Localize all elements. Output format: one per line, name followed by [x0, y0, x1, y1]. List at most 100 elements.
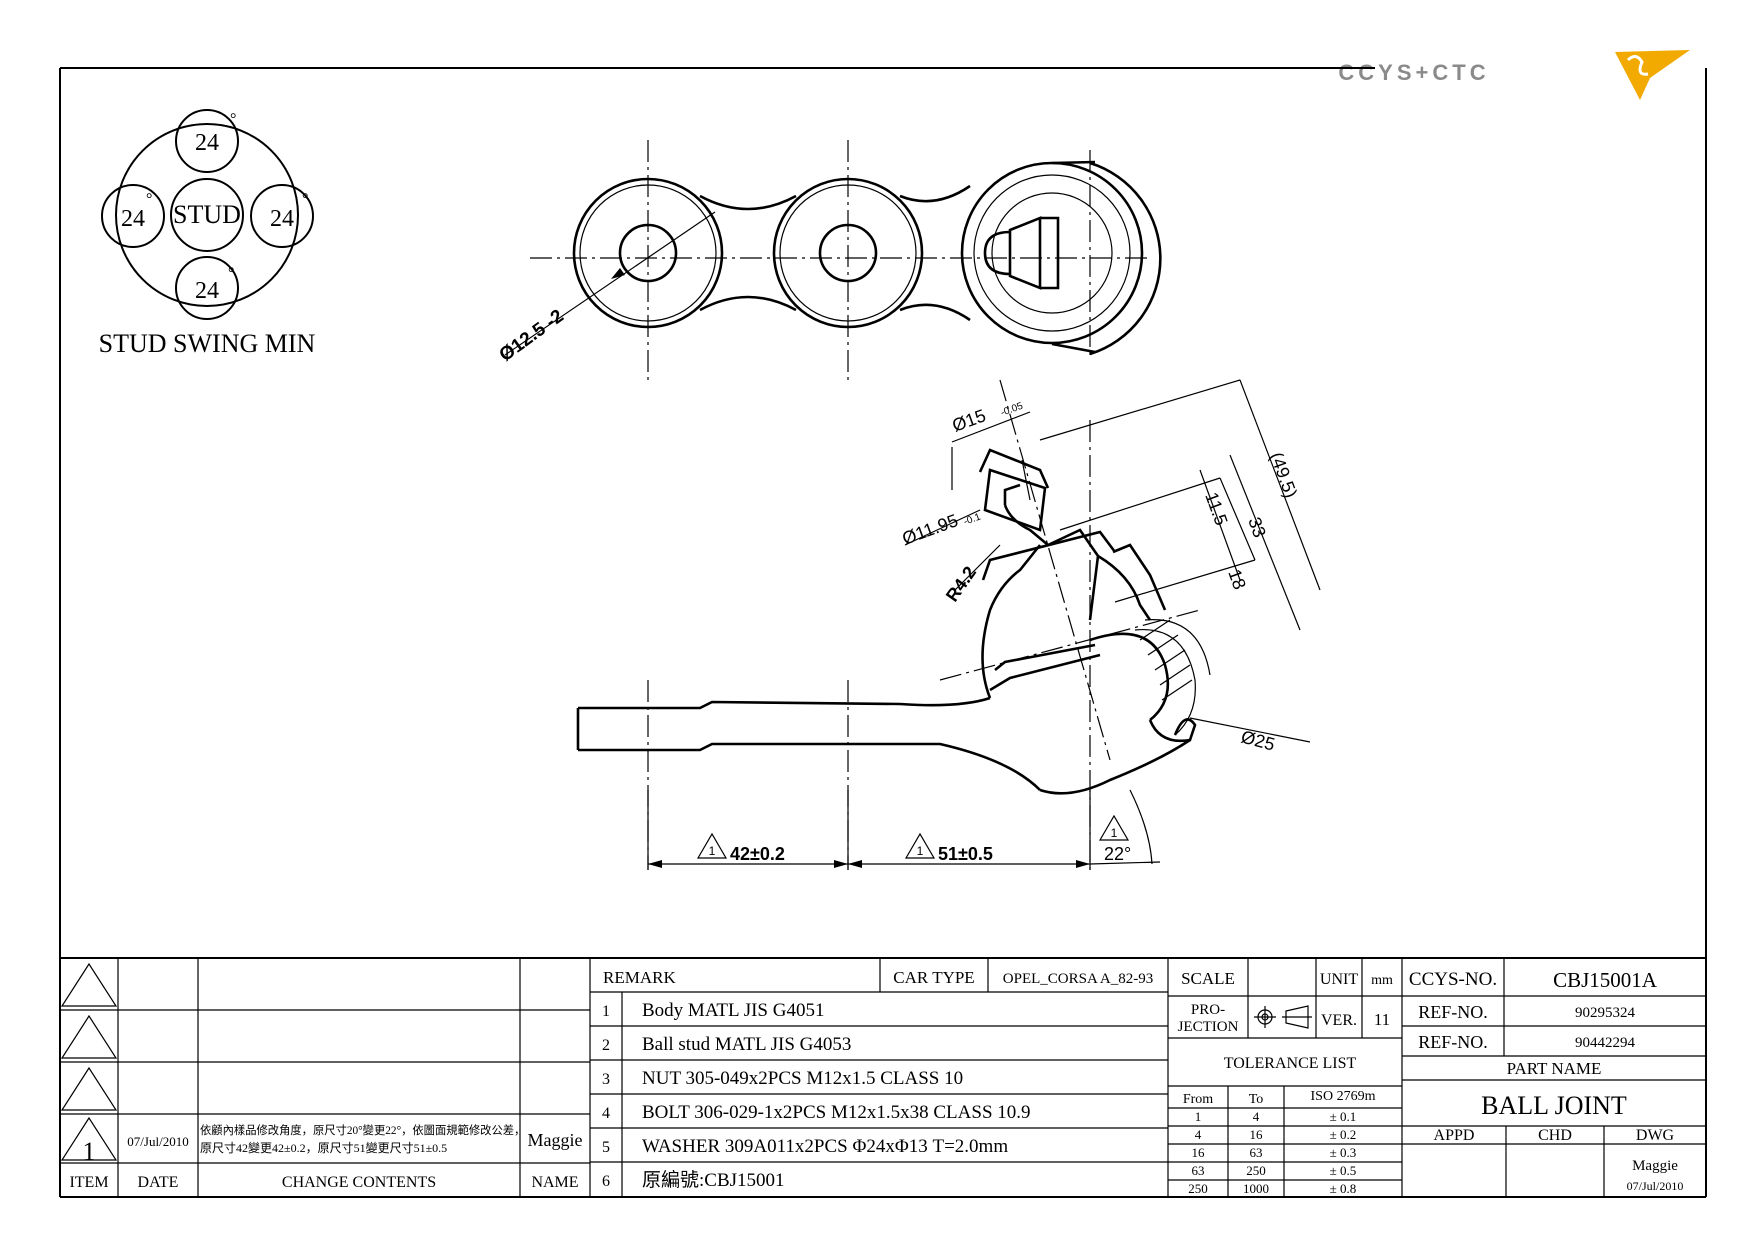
- tol-to: 1000: [1243, 1181, 1269, 1196]
- projection-symbol-icon: [1254, 1005, 1312, 1029]
- appd-label: APPD: [1434, 1127, 1475, 1144]
- remark-text: WASHER 309A011x2PCS Φ24xΦ13 T=2.0mm: [642, 1136, 1008, 1157]
- swing-left-value: 24: [121, 206, 145, 232]
- tol-header-iso: ISO 2769m: [1311, 1089, 1376, 1104]
- remark-text: NUT 305-049x2PCS M12x1.5 CLASS 10: [642, 1068, 963, 1089]
- tol-to: 4: [1253, 1109, 1260, 1124]
- car-type-value: OPEL_CORSA A_82-93: [1003, 971, 1153, 987]
- logo-swirl-icon: [1626, 55, 1649, 76]
- tol-to: 16: [1250, 1127, 1264, 1142]
- revision-date: 07/Jul/2010: [127, 1134, 188, 1149]
- swing-caption: STUD SWING MIN: [99, 329, 316, 358]
- tol-value: ± 0.1: [1330, 1109, 1357, 1124]
- header-change-contents: CHANGE CONTENTS: [282, 1174, 436, 1191]
- dim-495: (49.5): [1266, 450, 1301, 501]
- remark-text: BOLT 306-029-1x2PCS M12x1.5x38 CLASS 10.…: [642, 1102, 1031, 1123]
- tol-value: ± 0.5: [1330, 1163, 1357, 1178]
- revision-name: Maggie: [528, 1130, 583, 1150]
- swing-center-label: STUD: [173, 200, 241, 229]
- tol-from: 63: [1192, 1163, 1205, 1178]
- ver-value: 11: [1374, 1010, 1390, 1029]
- degree-mark: °: [146, 191, 152, 208]
- remark-number: 5: [602, 1139, 610, 1156]
- revision-table: 1 07/Jul/2010 依顧內樣品修改角度，原尺寸20°變更22°，依圖面規…: [69, 1123, 582, 1191]
- remark-number: 1: [602, 1003, 610, 1020]
- ref-no-2: 90442294: [1575, 1035, 1636, 1051]
- unit-value: mm: [1371, 973, 1393, 988]
- ref-no-label: REF-NO.: [1418, 1002, 1488, 1022]
- ccys-no-label: CCYS-NO.: [1409, 969, 1497, 990]
- remark-text: 原編號:CBJ15001: [642, 1169, 785, 1191]
- swing-right-value: 24: [270, 206, 294, 232]
- remark-number: 2: [602, 1037, 610, 1054]
- tol-header-to: To: [1249, 1092, 1264, 1107]
- rev-marker: 1: [709, 844, 716, 858]
- tolerance-title: TOLERANCE LIST: [1224, 1055, 1357, 1072]
- tol-from: 4: [1195, 1127, 1202, 1142]
- title-block-frame: [60, 957, 1706, 1197]
- remark-number: 6: [602, 1173, 610, 1190]
- tol-header-from: From: [1183, 1092, 1213, 1107]
- dim-top-diameter: Ø15: [950, 405, 989, 435]
- degree-mark: °: [230, 111, 236, 128]
- dwg-label: DWG: [1636, 1127, 1675, 1144]
- dim-42: 42±0.2: [730, 844, 785, 864]
- tol-from: 1: [1195, 1109, 1202, 1124]
- projection-label-2: JECTION: [1178, 1019, 1239, 1035]
- chd-label: CHD: [1538, 1127, 1572, 1144]
- spec-block: SCALE UNIT mm PRO- JECTION VER. 11 TOLER…: [1178, 969, 1393, 1196]
- drawn-by: Maggie: [1632, 1158, 1678, 1174]
- logo-text: CCYS+CTC: [1338, 60, 1489, 85]
- ref-no-1: 90295324: [1575, 1005, 1636, 1021]
- header-item: ITEM: [69, 1174, 108, 1191]
- dim-mid-tolerance: -0.1: [962, 511, 982, 527]
- tol-to: 250: [1246, 1163, 1266, 1178]
- ccys-no-value: CBJ15001A: [1553, 968, 1658, 992]
- dim-18: 18: [1224, 567, 1250, 593]
- tol-from: 16: [1192, 1145, 1206, 1160]
- part-name-value: BALL JOINT: [1481, 1091, 1627, 1120]
- remark-text: Ball stud MATL JIS G4053: [642, 1034, 851, 1055]
- company-logo: CCYS+CTC: [1338, 50, 1690, 100]
- unit-label: UNIT: [1320, 971, 1358, 988]
- header-name: NAME: [531, 1174, 578, 1191]
- ref-no-label: REF-NO.: [1418, 1032, 1488, 1052]
- logo-mark-icon: [1615, 50, 1690, 100]
- header-date: DATE: [138, 1174, 179, 1191]
- side-view: 1 42±0.2 1 51±0.5 1 22° Ø15 -0.05 Ø11.95…: [576, 379, 1321, 870]
- ver-label: VER.: [1321, 1012, 1357, 1029]
- car-type-label: CAR TYPE: [893, 968, 974, 987]
- swing-top-value: 24: [195, 130, 219, 156]
- tol-from: 250: [1188, 1181, 1208, 1196]
- rev-marker: 1: [1111, 826, 1118, 840]
- stud-swing-diagram: 24 ° 24 ° 24 ° 24 ° STUD STUD SWING MIN: [99, 109, 316, 358]
- swing-bottom-value: 24: [195, 278, 219, 304]
- remarks-table: REMARK CAR TYPE OPEL_CORSA A_82-93 1 Bod…: [602, 968, 1153, 1191]
- dim-33: 33: [1244, 515, 1270, 541]
- title-block: CCYS-NO. CBJ15001A REF-NO. 90295324 REF-…: [1409, 968, 1683, 1193]
- dim-51: 51±0.5: [938, 844, 993, 864]
- sheet-border: [59, 67, 1707, 1198]
- tol-value: ± 0.3: [1330, 1145, 1357, 1160]
- dim-25: Ø25: [1239, 727, 1277, 755]
- projection-label-1: PRO-: [1191, 1002, 1225, 1018]
- remark-number: 3: [602, 1071, 610, 1088]
- remark-text: Body MATL JIS G4051: [642, 1000, 824, 1021]
- drawn-date: 07/Jul/2010: [1627, 1179, 1684, 1193]
- revision-change-line1: 依顧內樣品修改角度，原尺寸20°變更22°，依圖面規範修改公差，: [200, 1123, 525, 1137]
- dim-radius: R4.2: [942, 563, 980, 606]
- scale-label: SCALE: [1181, 969, 1235, 988]
- dim-angle: 22°: [1104, 844, 1131, 864]
- hole-diameter-label: Ø12.5 -2: [496, 306, 568, 366]
- degree-mark: °: [228, 265, 234, 282]
- remark-number: 4: [602, 1105, 610, 1122]
- tol-value: ± 0.2: [1330, 1127, 1357, 1142]
- remarks-header: REMARK: [603, 968, 676, 987]
- degree-mark: °: [302, 191, 308, 208]
- top-view: Ø12.5 -2: [496, 140, 1162, 380]
- dim-mid-diameter: Ø11.95: [900, 510, 961, 549]
- tol-value: ± 0.8: [1330, 1181, 1357, 1196]
- revision-item: 1: [83, 1137, 96, 1166]
- part-name-label: PART NAME: [1507, 1059, 1602, 1078]
